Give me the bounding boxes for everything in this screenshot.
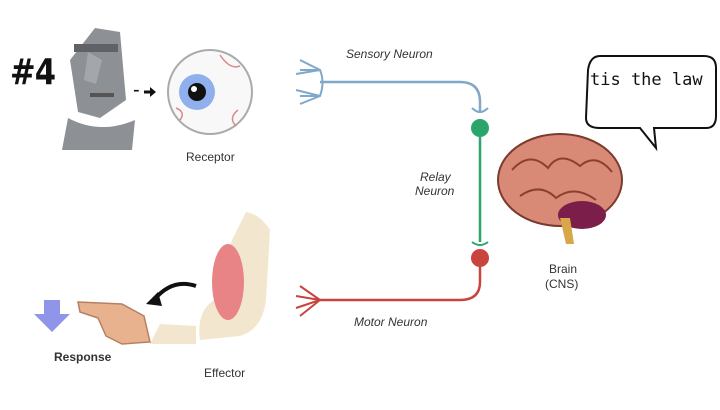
meme-number: #4 — [10, 52, 56, 93]
sensory-neuron-label: Sensory Neuron — [346, 47, 433, 61]
motor-neuron-path — [295, 249, 489, 317]
effector-label: Effector — [204, 366, 246, 380]
moai-icon — [62, 28, 135, 150]
down-arrow-icon — [34, 300, 70, 332]
brain-label-line1: Brain — [549, 262, 578, 276]
speech-text: tis the law — [590, 70, 703, 90]
motor-neuron-label: Motor Neuron — [354, 315, 428, 329]
dash-mark: - — [133, 79, 140, 101]
sensory-neuron-path — [295, 59, 489, 113]
speech-bubble-icon — [584, 55, 717, 152]
receptor-label: Receptor — [186, 150, 235, 164]
relay-neuron-label-line2: Neuron — [415, 184, 455, 198]
relay-neuron-label-line1: Relay — [420, 170, 451, 184]
relay-neuron-path — [471, 119, 489, 246]
brain-label-line2: (CNS) — [545, 277, 579, 291]
hand-icon — [77, 301, 151, 345]
eye-icon — [167, 49, 253, 135]
curved-arrow-icon — [146, 281, 197, 306]
arm-icon — [150, 212, 270, 344]
brain-icon — [497, 133, 623, 244]
response-label: Response — [54, 350, 112, 364]
